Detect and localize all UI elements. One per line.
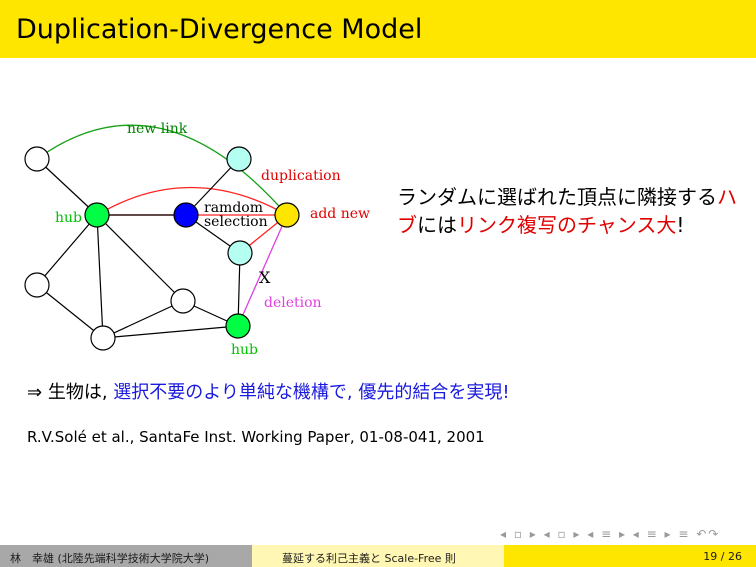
explanation-chance: リンク複写のチャンス — [457, 213, 657, 237]
conclusion-part2: 選択不要のより単純な機構で, — [113, 382, 353, 403]
explanation-part3: には — [417, 213, 457, 237]
dup-link-hub-top — [96, 186, 288, 216]
duplicated-node-top — [226, 146, 252, 172]
explanation-hub: ハブ — [397, 185, 737, 237]
label-new-link: new link — [127, 121, 188, 137]
label-add-new: add new — [310, 206, 370, 222]
label-hub-bottom: hub — [231, 342, 258, 358]
network-edges — [36, 158, 241, 339]
explanation-part1: ランダムに選ばれた頂点に隣接する — [397, 185, 717, 209]
title-bar: Duplication-Divergence Model — [0, 0, 756, 58]
slide-title: Duplication-Divergence Model — [16, 14, 423, 45]
node-middle — [170, 288, 196, 314]
implies-arrow: ⇒ — [27, 382, 43, 403]
node-left — [24, 272, 50, 298]
label-deletion: deletion — [264, 295, 322, 311]
label-hub-left: hub — [55, 210, 82, 226]
citation: R.V.Solé et al., SantaFe Inst. Working P… — [27, 428, 485, 446]
conclusion-part3: 優先的結合を実現! — [358, 382, 510, 403]
node-bottom-left — [90, 325, 116, 351]
label-random-2: selection — [204, 214, 268, 230]
explanation-text: ランダムに選ばれた頂点に隣接するハブにはリンク複写のチャンス大! — [397, 183, 742, 239]
label-random-1: ramdom — [204, 200, 263, 216]
new-node — [274, 202, 300, 228]
hub-node-left — [84, 202, 110, 228]
label-x-mark: X — [259, 268, 271, 287]
conclusion-line: ⇒ 生物は, 選択不要のより単純な機構で, 優先的結合を実現! — [27, 378, 510, 404]
beamer-navigation-icons[interactable]: ◂ ▫ ▸ ◂ ▫ ▸ ◂ ≡ ▸ ◂ ≡ ▸ ≡ ↶↷ — [500, 527, 721, 541]
deletion-link — [237, 214, 288, 327]
random-selected-node — [173, 202, 199, 228]
duplicated-node-bottom — [227, 240, 253, 266]
footer-page-number: 19 / 26 — [504, 545, 756, 567]
conclusion-part1: 生物は, — [47, 382, 108, 403]
footer-bar: 林 幸雄 (北陸先端科学技術大学院大学) 蔓延する利己主義と Scale-Fre… — [0, 545, 756, 567]
explanation-exclaim: ! — [676, 213, 685, 237]
footer-author: 林 幸雄 (北陸先端科学技術大学院大学) — [0, 545, 252, 567]
footer-talk-title: 蔓延する利己主義と Scale-Free 則 — [252, 545, 504, 567]
hub-node-bottom — [225, 313, 251, 339]
explanation-large: 大 — [656, 213, 677, 237]
new-link-arc — [36, 124, 288, 216]
node-top-left — [24, 146, 50, 172]
label-duplication: duplication — [261, 168, 341, 184]
